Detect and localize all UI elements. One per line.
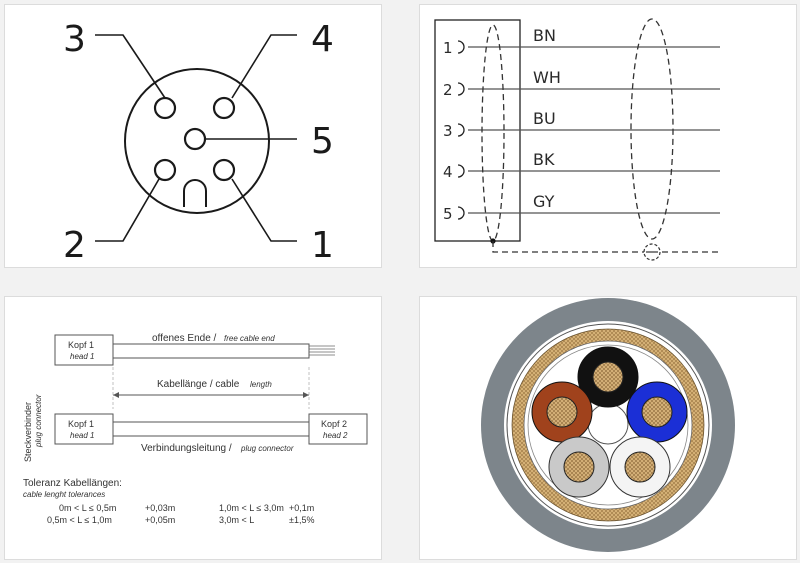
tolerance-range-4: 3,0m < L (219, 515, 254, 525)
tolerance-range-3: 1,0m < L ≤ 3,0m (219, 503, 284, 513)
pin-socket-2 (153, 158, 177, 182)
head1-bottom-label: Kopf 1 (68, 419, 94, 429)
connector-shield (481, 24, 505, 242)
free-end-label: offenes Ende / (152, 333, 217, 344)
coding-key (183, 179, 207, 207)
wiring-pin-1: 1 (443, 39, 453, 57)
head1-bottom-box (54, 413, 114, 445)
wire-lines (468, 46, 720, 214)
connector-face (124, 68, 270, 214)
top-cable (112, 343, 310, 359)
connector-label-en: plug connector (240, 444, 294, 453)
cross-section-panel (419, 296, 797, 560)
cable-dimension-panel: Steckverbinder plug connector Kopf 1 hea… (4, 296, 382, 560)
length-arrow-left (113, 392, 119, 398)
tolerance-value-3: +0,1m (289, 503, 314, 513)
pin-label-1: 1 (311, 225, 334, 266)
leader-lines (95, 34, 297, 242)
sheath-edge (506, 323, 710, 527)
tolerance-value-4: ±1,5% (289, 515, 314, 525)
pin-contacts (457, 40, 465, 220)
cable-shield (630, 18, 674, 240)
head1-top-label-en: head 1 (70, 352, 94, 361)
pin-label-5: 5 (311, 121, 334, 162)
wiring-pin-2: 2 (443, 81, 453, 99)
head1-bottom-label-en: head 1 (70, 431, 94, 440)
head1-top-label: Kopf 1 (68, 340, 94, 350)
wiring-panel: 1 2 3 4 5 BN WH BU BK GY (419, 4, 797, 268)
center-filler (587, 403, 629, 445)
wire-color-bu: BU (533, 109, 556, 128)
pinout-diagram: 3 4 5 2 1 (63, 19, 334, 266)
length-arrow-right (303, 392, 309, 398)
side-label: Steckverbinder (23, 402, 33, 462)
cable-dimension-drawing: Steckverbinder plug connector Kopf 1 hea… (23, 333, 368, 525)
wire-color-wh: WH (533, 68, 561, 87)
free-end-strands (309, 345, 335, 356)
tolerance-title: Toleranz Kabellängen: (23, 478, 122, 489)
pin-socket-3 (153, 96, 177, 120)
wiring-pin-5: 5 (443, 205, 453, 223)
head2-label-en: head 2 (323, 431, 348, 440)
tolerance-value-1: +0,03m (145, 503, 175, 513)
pin-socket-4 (212, 96, 236, 120)
pin-label-2: 2 (63, 225, 86, 266)
core-brown (531, 381, 593, 443)
wire-color-bk: BK (533, 150, 555, 169)
head2-box (308, 413, 368, 445)
core-grey (548, 436, 610, 498)
pinout-panel: 3 4 5 2 1 (4, 4, 382, 268)
wire-color-bn: BN (533, 26, 556, 45)
length-label: Kabellänge / cable (157, 379, 240, 390)
tolerance-subtitle: cable lenght tolerances (23, 490, 105, 499)
shield-drain (492, 241, 720, 253)
free-end-label-en: free cable end (224, 334, 275, 343)
pin-socket-5 (183, 127, 207, 151)
pin-label-3: 3 (63, 19, 86, 60)
pin-label-4: 4 (311, 19, 334, 60)
cable-cross-section (481, 298, 735, 552)
tolerance-range-1: 0m < L ≤ 0,5m (59, 503, 116, 513)
tolerance-value-2: +0,05m (145, 515, 175, 525)
wire-color-gy: GY (533, 192, 555, 211)
wiring-pin-3: 3 (443, 122, 453, 140)
core-white (609, 436, 671, 498)
tolerance-range-2: 0,5m < L ≤ 1,0m (47, 515, 112, 525)
core-blue (626, 381, 688, 443)
head2-label: Kopf 2 (321, 419, 347, 429)
wiring-pin-4: 4 (443, 163, 453, 181)
pin-socket-1 (212, 158, 236, 182)
connector-label: Verbindungsleitung / (141, 443, 232, 454)
bottom-cable (112, 421, 310, 437)
length-label-en: length (250, 380, 272, 389)
wiring-diagram: 1 2 3 4 5 BN WH BU BK GY (434, 18, 720, 261)
side-label-en: plug connector (34, 394, 43, 448)
core-black (577, 346, 639, 408)
